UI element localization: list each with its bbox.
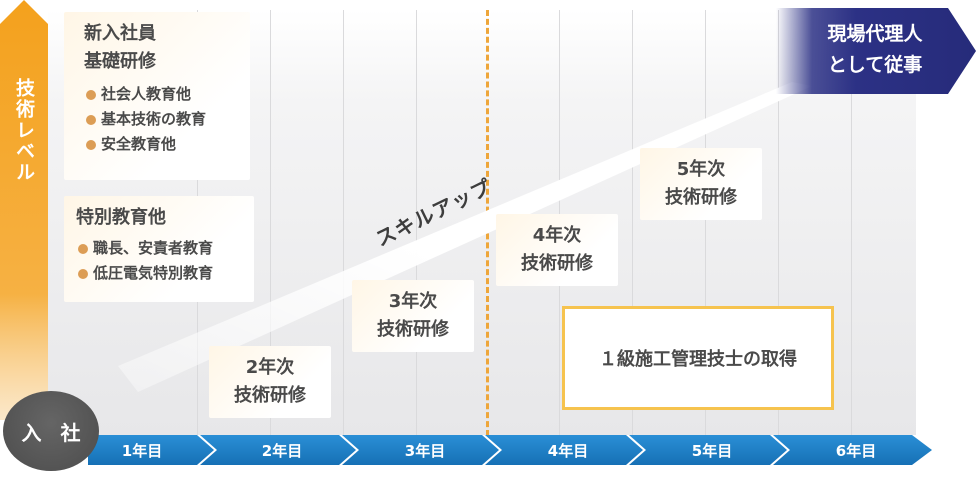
year-label-6: 6年目: [835, 442, 877, 460]
year-gridline: [270, 10, 271, 435]
year-gridline: [632, 10, 633, 435]
special-training-list: 職長、安責者教育 低圧電気特別教育: [76, 236, 254, 286]
year-gridline: [416, 10, 417, 435]
entry-label: 入 社: [21, 420, 87, 445]
special-training-box: 特別教育他 職長、安責者教育 低圧電気特別教育: [64, 196, 254, 302]
year4-training-box: 4年次 技術研修: [496, 214, 618, 286]
tech-level-label: 技術レベル: [13, 78, 35, 183]
list-item: 安全教育他: [84, 132, 250, 157]
newcomer-training-list: 社会人教育他 基本技術の教育 安全教育他: [84, 82, 250, 157]
year3-training-title: 3年次 技術研修: [377, 291, 449, 340]
certificate-box: １級施工管理技士の取得: [562, 306, 834, 410]
entry-badge: 入 社: [3, 391, 99, 471]
list-item: 低圧電気特別教育: [76, 261, 254, 286]
newcomer-training-title: 新入社員 基礎研修: [84, 23, 156, 72]
goal-arrow: [776, 8, 976, 94]
newcomer-training-box: 新入社員 基礎研修 社会人教育他 基本技術の教育 安全教育他: [64, 12, 250, 180]
year5-training-box: 5年次 技術研修: [640, 148, 762, 220]
goal-label: 現場代理人 として従事: [827, 23, 923, 76]
year2-training-title: 2年次 技術研修: [234, 357, 306, 406]
year-gridline: [851, 10, 852, 435]
tech-level-arrow: [0, 0, 48, 420]
list-item: 基本技術の教育: [84, 107, 250, 132]
year4-training-title: 4年次 技術研修: [521, 225, 593, 274]
year-label-1: 1年目: [121, 442, 163, 460]
year-gridline: [705, 10, 706, 435]
year-label-4: 4年目: [547, 442, 589, 460]
year-label-5: 5年目: [691, 442, 733, 460]
list-item: 社会人教育他: [84, 82, 250, 107]
year-label-2: 2年目: [261, 442, 303, 460]
year5-training-title: 5年次 技術研修: [665, 159, 737, 208]
year-gridline: [343, 10, 344, 435]
special-training-title: 特別教育他: [76, 207, 166, 228]
list-item: 職長、安責者教育: [76, 236, 254, 261]
year-label-3: 3年目: [404, 442, 446, 460]
year2-training-box: 2年次 技術研修: [209, 346, 331, 418]
year3-training-box: 3年次 技術研修: [352, 280, 474, 352]
year-timeline: [88, 435, 932, 465]
year-gridline: [778, 10, 779, 435]
